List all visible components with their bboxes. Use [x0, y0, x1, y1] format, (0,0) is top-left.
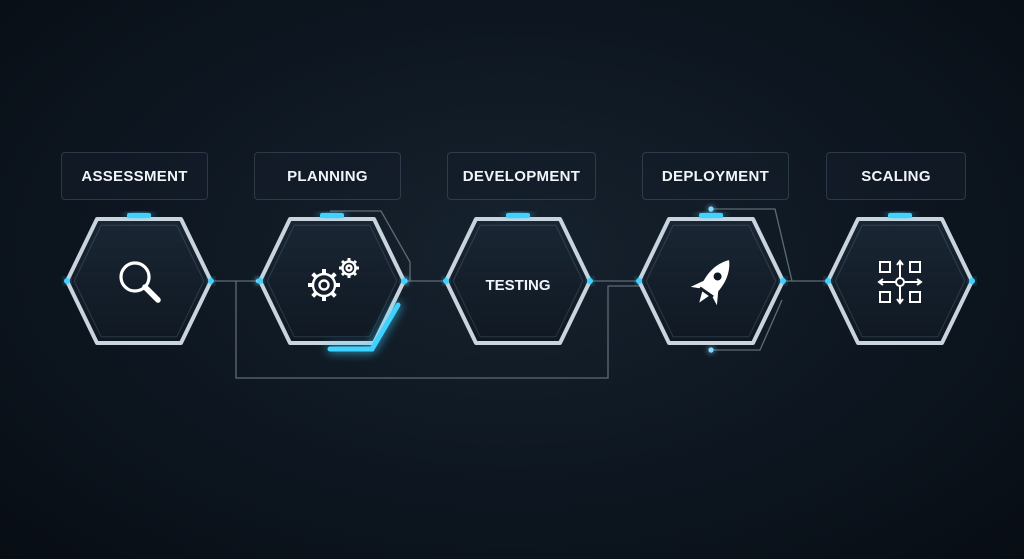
top-indicator-development	[506, 213, 530, 218]
stage-label-deployment: DEPLOYMENT	[661, 167, 770, 185]
side-glow-development-left	[443, 278, 449, 284]
hexagon-inner-deployment	[645, 224, 777, 338]
stage-label-scaling: SCALING	[861, 167, 931, 185]
loop-line-planning-top	[330, 210, 411, 281]
side-glow-deployment-left	[636, 278, 642, 284]
loop-line-deployment-bottom	[711, 299, 783, 351]
top-indicator-planning	[320, 213, 344, 218]
side-glow-assessment-right	[208, 278, 214, 284]
label-box-planning: PLANNING	[254, 152, 401, 200]
connector-lines	[212, 208, 828, 379]
hexagon-inner-planning	[266, 224, 398, 338]
side-glow-scaling-left	[825, 278, 831, 284]
hexagon-scaling	[826, 217, 974, 345]
side-glow-planning-left	[257, 278, 263, 284]
loop-line-bottom	[235, 281, 644, 379]
label-box-scaling: SCALING	[826, 152, 966, 200]
hexagon-inner-assessment	[73, 224, 205, 338]
hexagon-planning	[258, 217, 406, 345]
stage-label-assessment: ASSESSMENT	[81, 167, 188, 185]
hexagon-inner-scaling	[834, 224, 966, 338]
magnifier-icon	[119, 261, 161, 303]
dot-deployment-top	[708, 206, 714, 212]
hexagon-inner-development	[452, 224, 584, 338]
stage-label-planning: PLANNING	[287, 167, 368, 185]
dot-deployment-bottom	[708, 347, 714, 353]
side-glow-deployment-right	[780, 278, 786, 284]
hexagon-assessment	[65, 217, 213, 345]
gears-icon	[308, 258, 359, 301]
rocket-icon	[690, 260, 730, 306]
planning-progress-arc	[327, 302, 401, 352]
label-box-deployment: DEPLOYMENT	[642, 152, 789, 200]
label-box-development: DEVELOPMENT	[447, 152, 596, 200]
top-indicator-scaling	[888, 213, 912, 218]
top-indicator-assessment	[127, 213, 151, 218]
scale-grid-icon	[877, 259, 923, 305]
stage-label-development: DEVELOPMENT	[462, 167, 581, 185]
side-glow-planning-right	[401, 278, 407, 284]
label-box-assessment: ASSESSMENT	[61, 152, 208, 200]
side-glow-assessment-left	[64, 278, 70, 284]
center-text-testing: TESTING	[485, 277, 550, 294]
side-glow-development-right	[587, 278, 593, 284]
loop-line-deployment-top	[711, 208, 793, 282]
top-indicator-deployment	[699, 213, 723, 218]
side-glow-scaling-right	[969, 278, 975, 284]
